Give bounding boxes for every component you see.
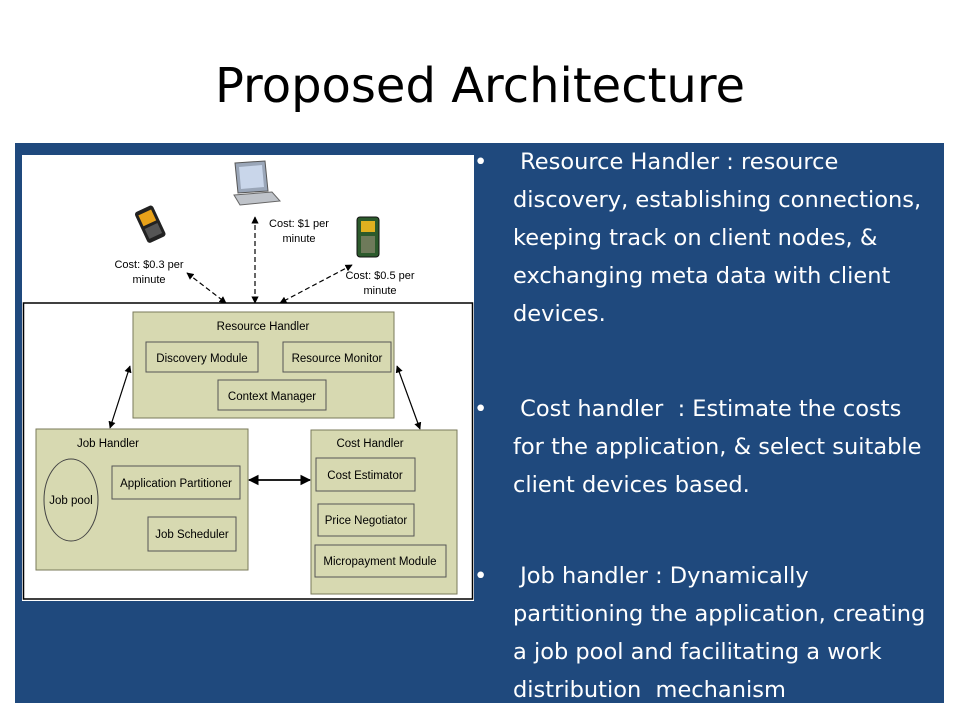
phone-right-cost-line2: minute xyxy=(363,285,396,297)
cost-estimator-label: Cost Estimator xyxy=(327,470,403,482)
bullet-dot: • xyxy=(474,149,488,175)
laptop-icon xyxy=(233,160,282,206)
bullet-line: for the application, & select suitable xyxy=(513,434,922,460)
bullet-line: exchanging meta data with client xyxy=(513,263,891,289)
bullet-line: partitioning the application, creating xyxy=(513,601,926,627)
bullet-line: Resource Handler : resource xyxy=(513,149,839,175)
arrow-phone-left xyxy=(186,272,227,304)
job-pool-label: Job pool xyxy=(49,495,92,507)
price-negotiator-label: Price Negotiator xyxy=(325,515,408,527)
bullet-dot: • xyxy=(474,563,488,589)
discovery-module-label: Discovery Module xyxy=(156,353,247,365)
bullet-line: discovery, establishing connections, xyxy=(513,187,922,213)
resource-handler-box: Resource Handler Discovery Module Resour… xyxy=(132,311,395,419)
laptop-cost-line2: minute xyxy=(282,233,315,245)
arrow-resource-to-cost xyxy=(395,365,422,430)
bullet-line: Job handler : Dynamically xyxy=(513,563,809,589)
resource-handler-label: Resource Handler xyxy=(217,321,310,333)
phone-left-icon xyxy=(134,205,166,243)
arrow-resource-to-job xyxy=(108,365,132,429)
phone-left-cost-line1: Cost: $0.3 per xyxy=(114,259,183,271)
micropayment-module-label: Micropayment Module xyxy=(323,556,436,568)
bullet-dot: • xyxy=(474,396,488,422)
phone-right-icon xyxy=(356,216,380,258)
bullet-line: a job pool and facilitating a work xyxy=(513,639,882,665)
job-scheduler-label: Job Scheduler xyxy=(155,529,229,541)
slide-title: Proposed Architecture xyxy=(214,58,746,114)
cost-handler-label: Cost Handler xyxy=(336,438,403,450)
laptop-cost-line1: Cost: $1 per xyxy=(269,218,329,230)
bullet-line: devices. xyxy=(513,301,606,327)
cost-handler-box: Cost Handler Cost Estimator Price Negoti… xyxy=(310,429,458,595)
context-manager-label: Context Manager xyxy=(228,391,316,403)
arrow-phone-right xyxy=(279,264,353,304)
bullet-line: client devices based. xyxy=(513,472,750,498)
bullet-line: keeping track on client nodes, & xyxy=(513,225,878,251)
bullet-line: distribution mechanism xyxy=(513,677,786,703)
architecture-diagram: Cost: $0.3 per minute Cost: $1 per minut… xyxy=(22,155,474,601)
application-partitioner-label: Application Partitioner xyxy=(120,478,232,490)
job-handler-box: Job Handler Job pool Application Partiti… xyxy=(35,428,249,571)
resource-monitor-label: Resource Monitor xyxy=(292,353,383,365)
phone-left-cost-line2: minute xyxy=(132,274,165,286)
bullet-line: Cost handler : Estimate the costs xyxy=(513,396,902,422)
system-boundary xyxy=(22,302,474,600)
phone-right-cost-line1: Cost: $0.5 per xyxy=(345,270,414,282)
job-handler-label: Job Handler xyxy=(77,438,139,450)
